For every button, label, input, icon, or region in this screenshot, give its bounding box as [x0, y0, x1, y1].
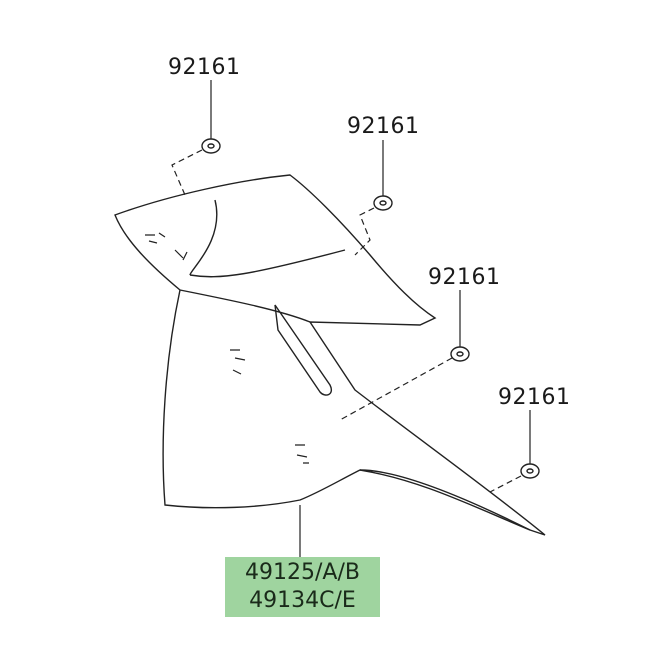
main-part-line1: 49125/A/B: [245, 560, 360, 585]
fairing-stripe: [359, 469, 531, 531]
grommet-icons: [201, 138, 540, 479]
leader-lines: [171, 80, 531, 557]
fairing-inner-line: [179, 289, 311, 323]
callout-label: 92161: [428, 265, 501, 290]
callout-label: 92161: [498, 385, 571, 410]
fairing-outline: [114, 174, 546, 536]
fairing-window-line: [189, 199, 346, 278]
mount-marks: [145, 232, 309, 464]
callout-label: 92161: [168, 55, 241, 80]
fairing-vent: [274, 304, 332, 396]
main-part-label[interactable]: 49125/A/B 49134C/E: [225, 557, 380, 617]
callout-label: 92161: [347, 114, 420, 139]
main-part-line2: 49134C/E: [249, 588, 356, 613]
